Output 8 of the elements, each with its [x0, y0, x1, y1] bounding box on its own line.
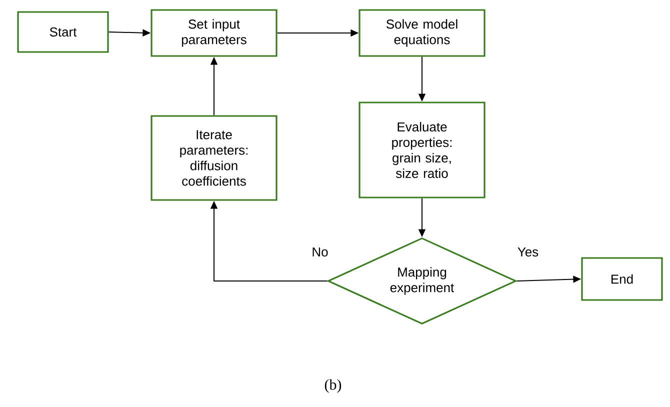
process-box: Start: [17, 11, 109, 53]
process-box: Solve model equations: [358, 9, 486, 57]
process-box: Set input parameters: [150, 9, 278, 57]
terminal-box: End: [581, 257, 663, 301]
process-box: Iterate parameters: diffusion coefficients: [150, 115, 278, 201]
caption: (b): [324, 379, 342, 393]
edge-label: Yes: [516, 246, 540, 258]
process-box: Evaluate properties: grain size, size ratio: [358, 102, 486, 198]
